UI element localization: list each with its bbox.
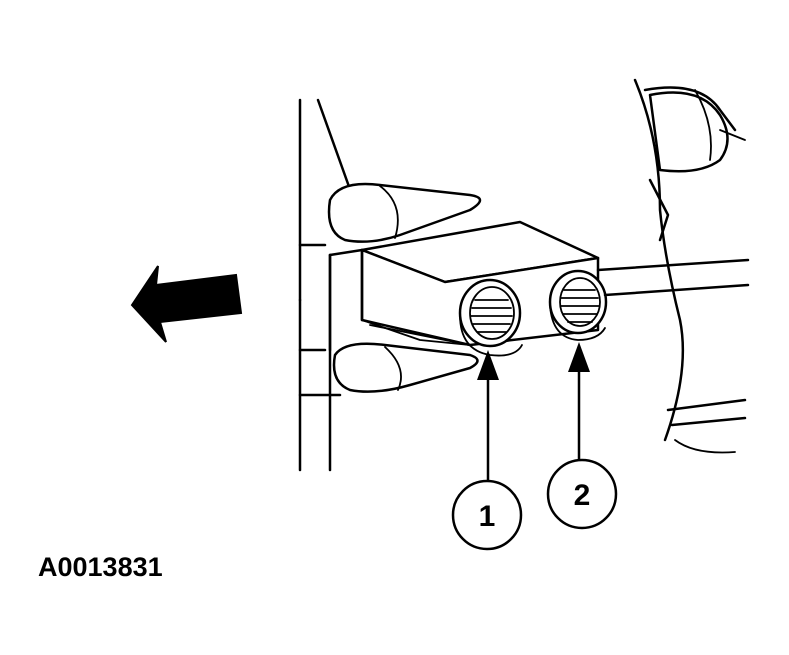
figure-id-code: A0013831 [38,552,163,582]
callout-1-label: 1 [479,500,496,533]
upper-cone-fastener [327,182,482,243]
callout-2-leader [568,342,590,462]
port-1-threaded-opening [458,278,523,357]
callout-2: 2 [546,458,618,530]
callout-1: 1 [451,479,523,551]
lower-cone-fastener [332,342,479,393]
port-2-threaded-opening [548,269,608,341]
direction-arrow-icon [130,265,243,343]
callout-1-leader [477,350,499,482]
right-lines [596,258,750,297]
right-side-component [633,78,747,454]
callout-2-label: 2 [574,479,591,512]
left-mount-structure [298,98,354,472]
